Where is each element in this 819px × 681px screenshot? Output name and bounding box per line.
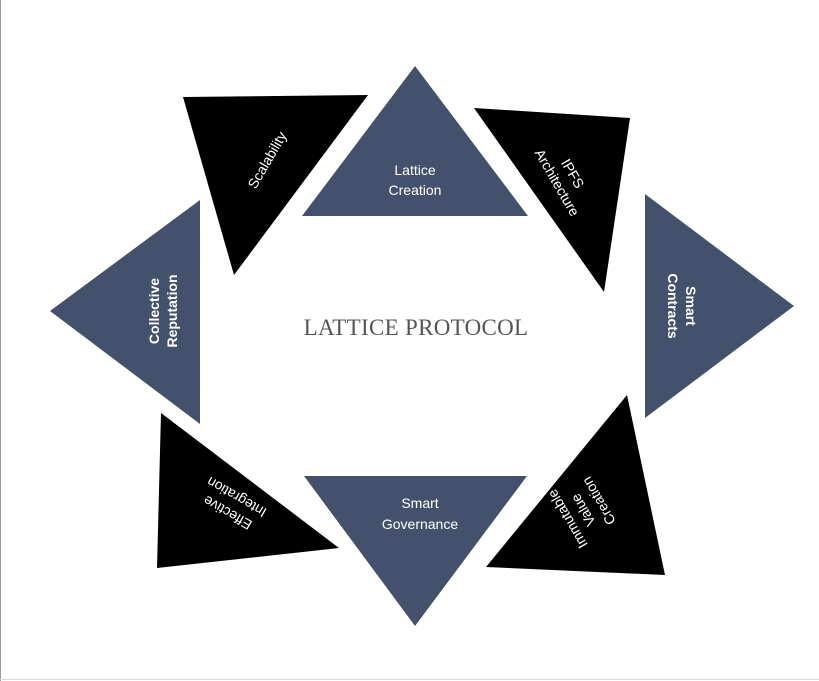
- smart-contracts-label-line2: Contracts: [665, 273, 681, 339]
- smart-governance-label-line2: Governance: [382, 516, 458, 532]
- page-bottom-border: [0, 679, 819, 680]
- segment-immutable-value-creation: Immutable Value Creation: [486, 395, 665, 575]
- segment-effective-integration: Effective Integration: [157, 413, 339, 568]
- lattice-creation-label-line1: Lattice: [394, 162, 435, 178]
- lattice-creation-triangle: [302, 66, 528, 216]
- smart-contracts-label-line1: Smart: [683, 286, 699, 326]
- smart-governance-triangle: [304, 476, 527, 626]
- immutable-value-creation-triangle: [486, 395, 665, 575]
- smart-contracts-triangle: [645, 194, 794, 418]
- collective-reputation-label-line2: Reputation: [164, 274, 180, 347]
- ipfs-architecture-triangle: [474, 108, 630, 292]
- segment-lattice-creation: Lattice Creation: [302, 66, 528, 216]
- segment-scalability: Scalability: [183, 95, 368, 275]
- segment-smart-contracts: Smart Contracts: [645, 194, 794, 418]
- segment-ipfs-architecture: IPFS Architecture: [474, 108, 630, 292]
- page-left-border: [0, 0, 1, 681]
- scalability-triangle: [183, 95, 368, 275]
- collective-reputation-triangle: [50, 200, 200, 424]
- diagram-title: LATTICE PROTOCOL: [304, 315, 529, 340]
- collective-reputation-label-line1: Collective: [146, 278, 162, 344]
- effective-integration-triangle: [157, 413, 339, 568]
- segment-smart-governance: Smart Governance: [304, 476, 527, 626]
- smart-governance-label-line1: Smart: [401, 495, 438, 511]
- lattice-creation-label-line2: Creation: [389, 182, 442, 198]
- segment-collective-reputation: Collective Reputation: [50, 200, 200, 424]
